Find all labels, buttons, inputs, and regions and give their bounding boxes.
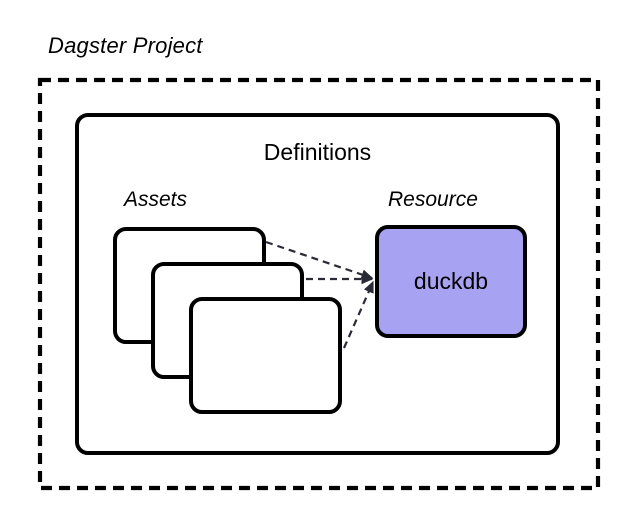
project-boundary-outline <box>37 77 601 491</box>
duckdb-label: duckdb <box>413 268 489 294</box>
assets-group-label: Assets <box>124 188 188 211</box>
project-title: Dagster Project <box>48 33 203 58</box>
definitions-label: Definitions <box>263 139 372 165</box>
dashed-rect <box>37 77 601 491</box>
resource-group-label: Resource <box>388 188 478 211</box>
project-boundary <box>37 77 601 491</box>
asset-card[interactable] <box>189 297 342 414</box>
duckdb-resource-box[interactable]: duckdb <box>375 225 527 338</box>
